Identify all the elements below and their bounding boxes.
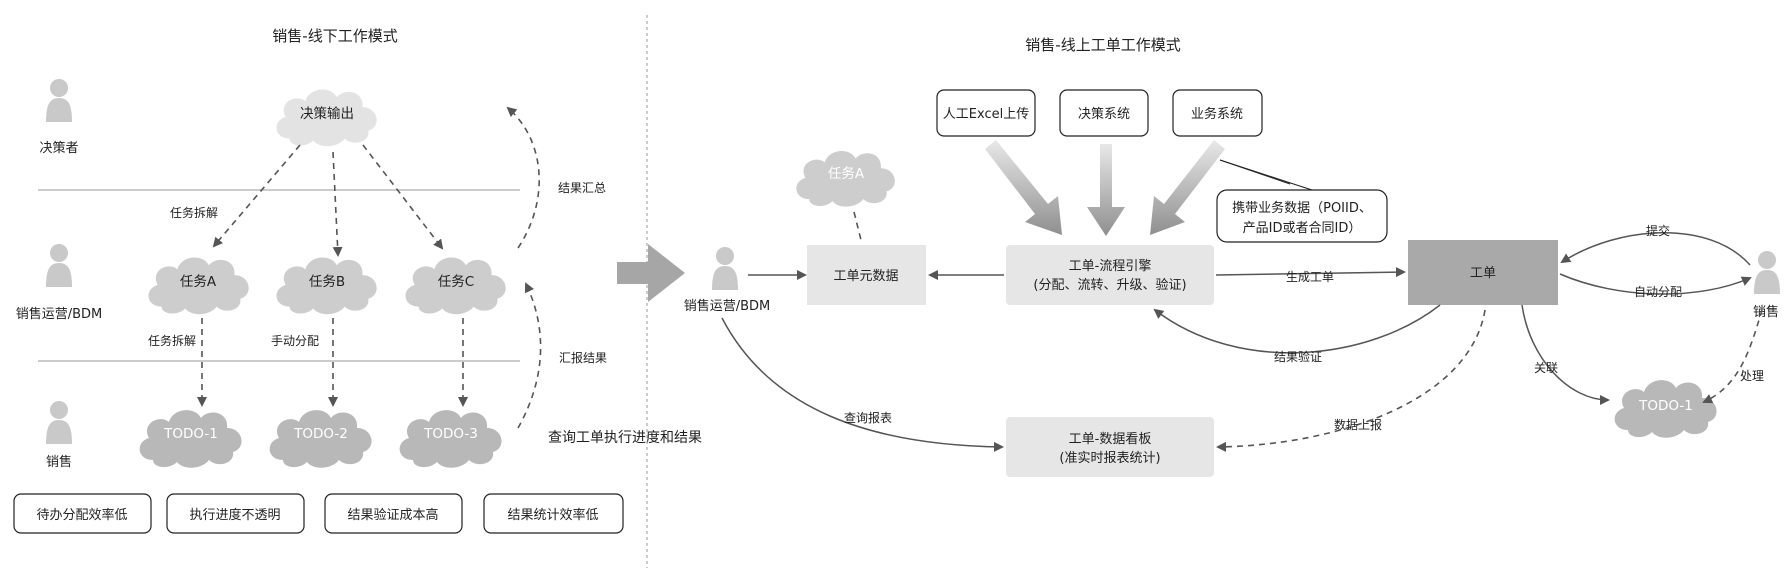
arrow-ticket-assign-sales — [1559, 273, 1752, 295]
source-decision-box — [1059, 89, 1149, 137]
decision-output-label: 决策输出 — [300, 105, 354, 122]
todo-1-label: TODO-1 — [163, 426, 218, 442]
arrow-decision-to-task-c — [362, 144, 444, 250]
arrow-engine-to-ticket — [1215, 267, 1406, 278]
problem-1-label: 待办分配效率低 — [36, 507, 127, 523]
source-excel-label: 人工Excel上传 — [943, 107, 1029, 122]
callout-box — [1216, 189, 1388, 243]
role-sales: 销售 — [46, 454, 72, 470]
role-decider: 决策者 — [39, 140, 78, 156]
right-ops-person-icon — [712, 247, 738, 290]
source-decision-label: 决策系统 — [1078, 106, 1130, 122]
arrow-ticket-relate-todo — [1521, 304, 1610, 405]
label-report-data: 数据上报 — [1334, 417, 1382, 432]
arrow-summary — [506, 106, 540, 249]
ops-person-icon — [46, 244, 72, 287]
source-business-label: 业务系统 — [1191, 106, 1243, 122]
ticket-label: 工单 — [1470, 266, 1496, 281]
label-split-bottom: 任务拆解 — [148, 333, 196, 348]
ticket-box — [1408, 240, 1558, 305]
right-todo-label: TODO-1 — [1638, 398, 1693, 414]
callout-line-1: 携带业务数据（POIID、 — [1232, 200, 1372, 216]
label-handle: 处理 — [1740, 369, 1764, 383]
label-report: 汇报结果 — [559, 350, 607, 365]
label-auto-assign: 自动分配 — [1634, 285, 1682, 299]
label-query: 查询工单执行进度和结果 — [548, 430, 702, 446]
sales-person-icon — [46, 401, 72, 444]
arrow-ticket-verify-engine — [1153, 304, 1441, 354]
problem-box-1 — [13, 493, 152, 534]
right-ops-label: 销售运营/BDM — [684, 298, 771, 314]
label-split-top: 任务拆解 — [170, 205, 218, 220]
label-summary: 结果汇总 — [558, 181, 606, 195]
transition-arrow-icon — [617, 244, 685, 302]
source-excel-arrow-icon — [985, 140, 1062, 235]
label-verify: 结果验证 — [1274, 349, 1322, 364]
label-submit: 提交 — [1646, 223, 1670, 238]
engine-line-1: 工单-流程引擎 — [1069, 259, 1152, 274]
dashboard-line-2: (准实时报表统计) — [1059, 451, 1160, 466]
arrow-task-to-meta — [853, 211, 863, 245]
right-task-label: 任务A — [828, 166, 865, 182]
arrow-decision-to-task-a — [212, 144, 301, 248]
source-excel-box — [936, 89, 1036, 137]
decider-person-icon — [46, 79, 72, 122]
dashboard-line-1: 工单-数据看板 — [1069, 431, 1152, 447]
task-c-label: 任务C — [438, 274, 474, 290]
source-business-box — [1172, 89, 1263, 137]
task-a-label: 任务A — [180, 274, 217, 290]
meta-data-label: 工单元数据 — [833, 269, 898, 284]
label-relate: 关联 — [1534, 361, 1558, 375]
todo-3-label: TODO-3 — [423, 426, 478, 442]
callout-pointer-2 — [1219, 159, 1313, 191]
label-query-report: 查询报表 — [844, 410, 892, 425]
todo-2-label: TODO-2 — [293, 426, 348, 442]
task-b-label: 任务B — [309, 274, 345, 290]
arrow-decision-to-task-b — [332, 151, 343, 257]
problem-box-3 — [324, 493, 463, 534]
problem-3-label: 结果验证成本高 — [347, 507, 438, 523]
arrow-sales-handle-todo — [1702, 309, 1763, 404]
meta-data-box — [807, 245, 926, 305]
label-manual-assign: 手动分配 — [271, 334, 319, 348]
right-title: 销售-线上工单工作模式 — [1025, 36, 1180, 54]
arrow-report — [517, 282, 542, 429]
role-ops: 销售运营/BDM — [16, 306, 103, 322]
problem-box-2 — [166, 493, 305, 534]
callout-line-2: 产品ID或者合同ID） — [1243, 221, 1362, 236]
problem-box-4 — [483, 493, 624, 534]
dashboard-box — [1006, 417, 1214, 477]
right-sales-person-icon — [1754, 251, 1780, 294]
problem-4-label: 结果统计效率低 — [507, 507, 598, 523]
engine-box — [1006, 245, 1214, 305]
source-business-arrow-icon — [1150, 140, 1225, 235]
arrow-sales-submit-ticket — [1560, 232, 1751, 266]
label-generate: 生成工单 — [1286, 270, 1334, 284]
engine-line-2: (分配、流转、升级、验证) — [1033, 277, 1186, 293]
left-title: 销售-线下工作模式 — [272, 27, 397, 45]
right-sales-label: 销售 — [1753, 304, 1779, 320]
arrow-ticket-report-dashboard — [1216, 309, 1486, 452]
source-decision-arrow-icon — [1087, 144, 1125, 236]
arrow-ops-query-dashboard — [721, 317, 1004, 452]
problem-2-label: 执行进度不透明 — [189, 507, 280, 523]
